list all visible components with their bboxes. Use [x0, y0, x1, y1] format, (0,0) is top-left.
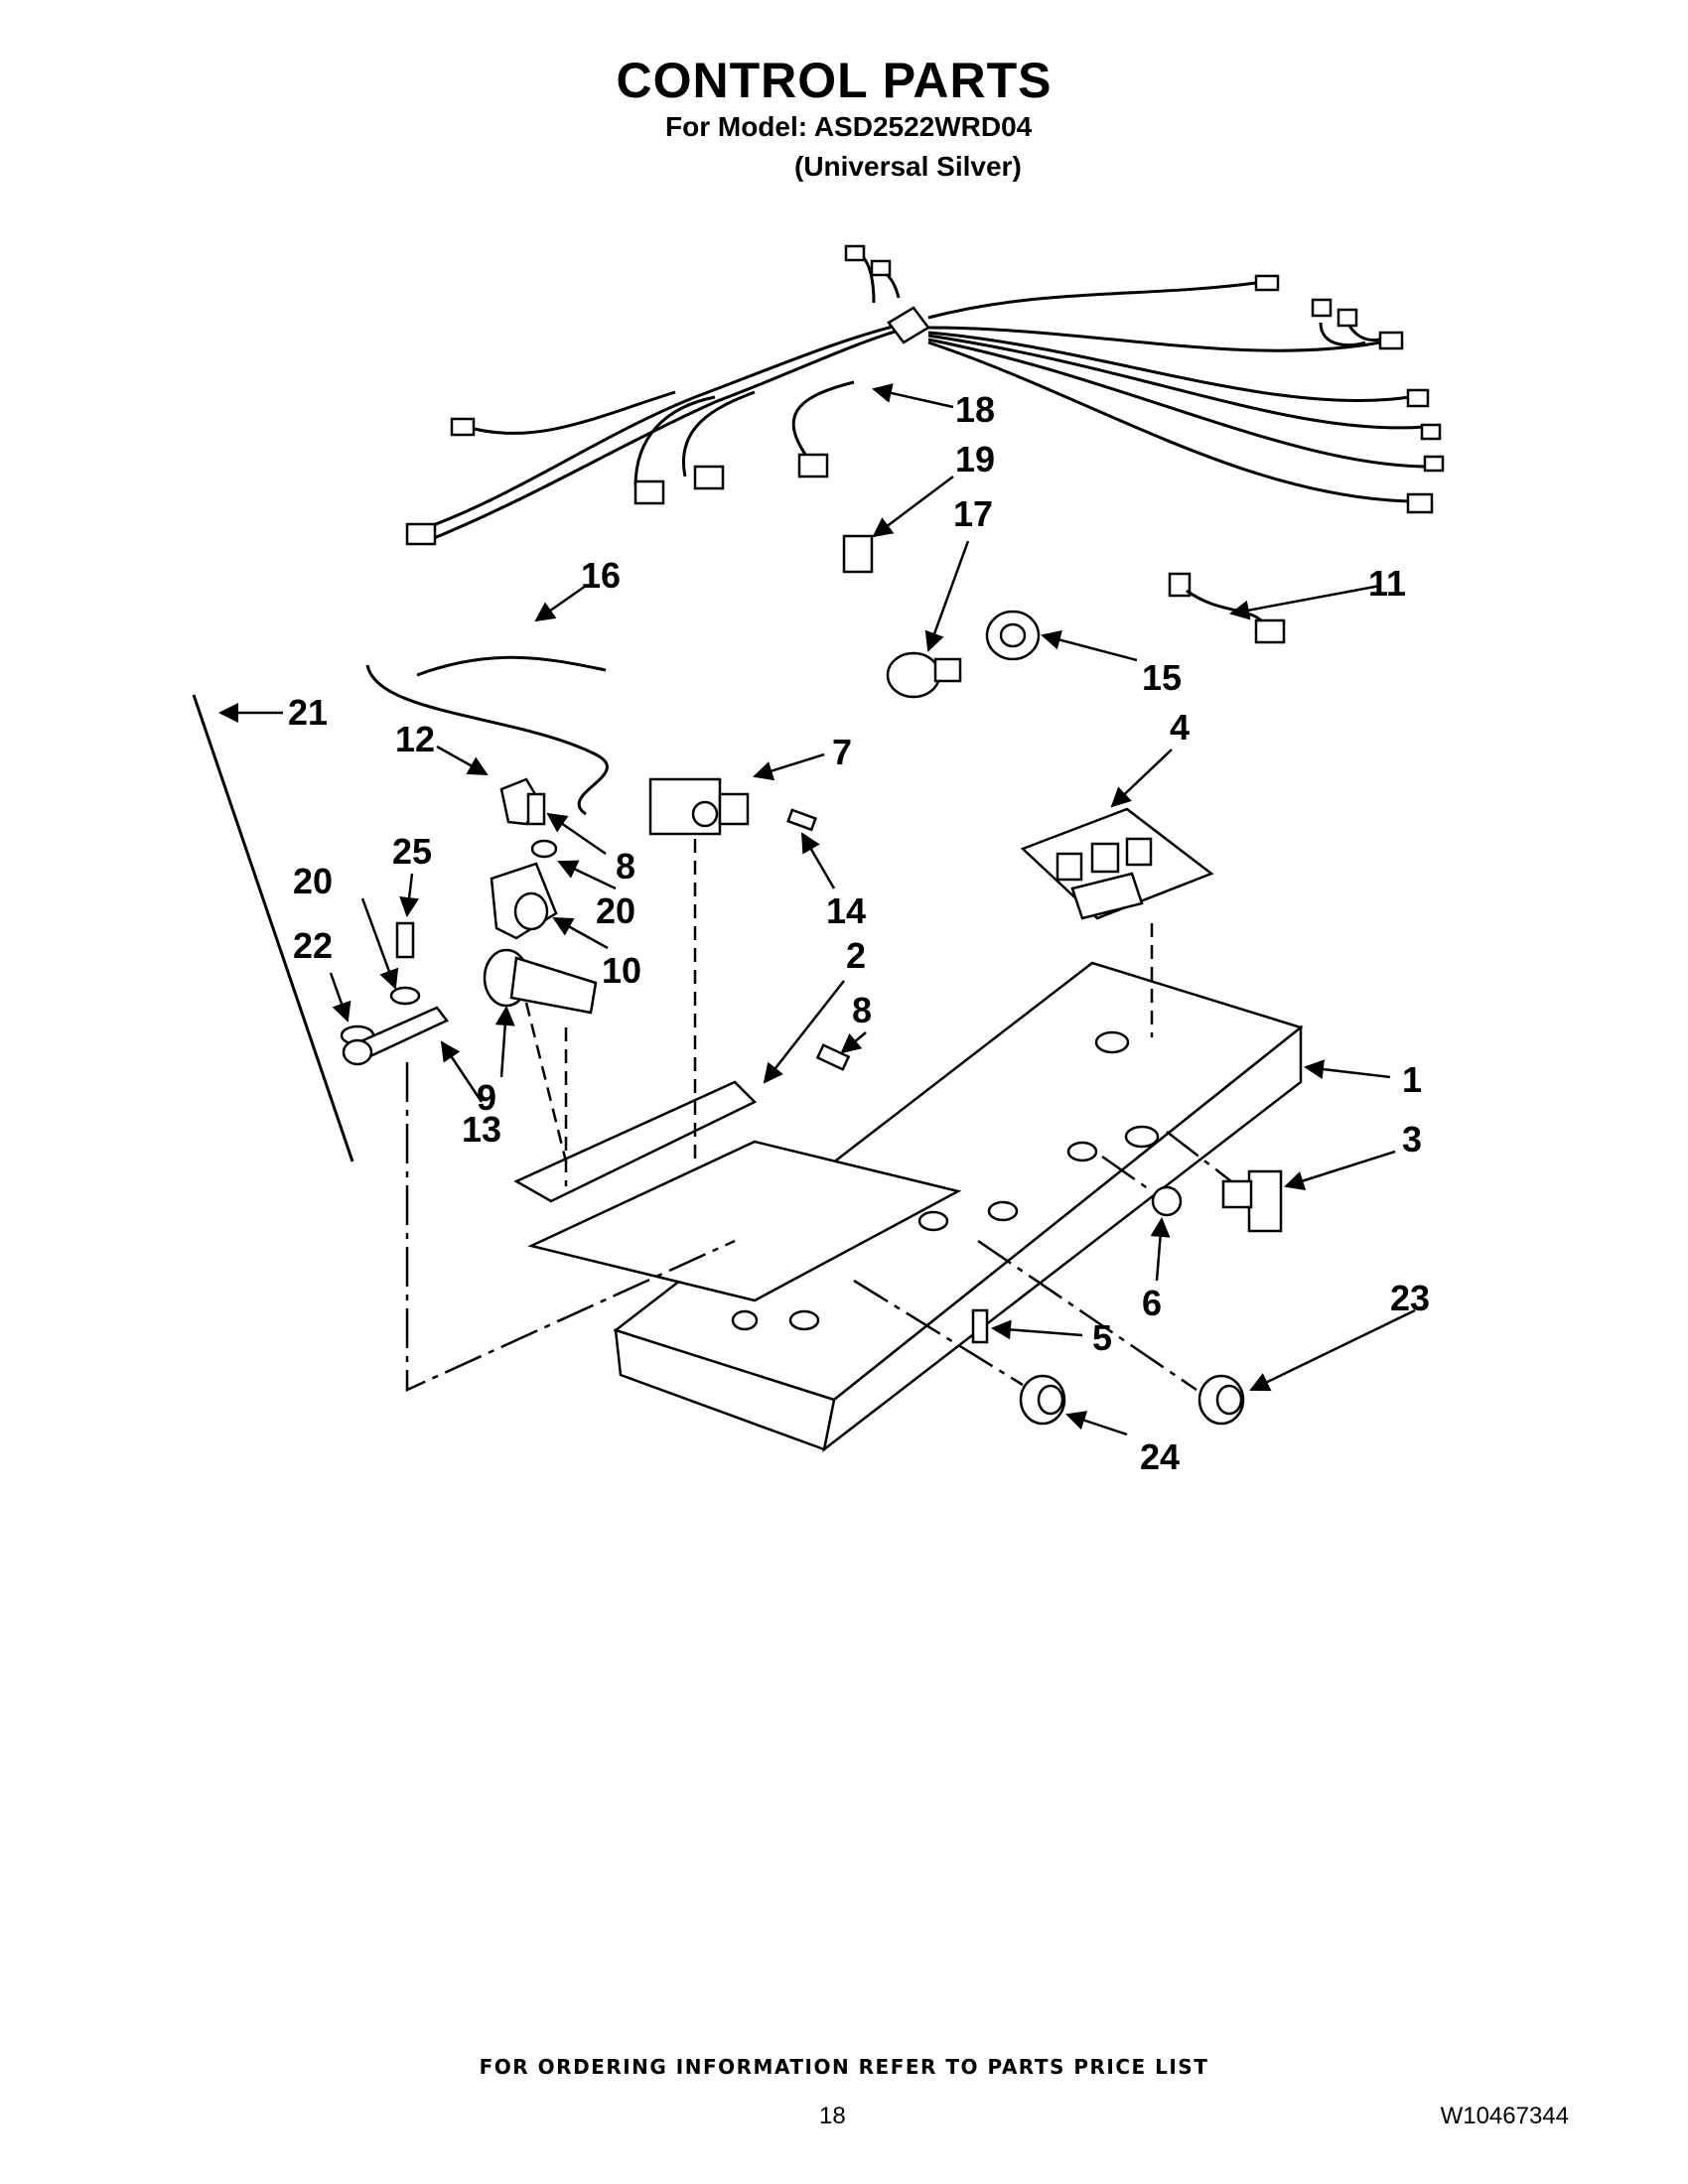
lever-13 [342, 1006, 449, 1066]
callout-15: 15 [1142, 657, 1182, 698]
damper-housing [490, 862, 558, 940]
callout-12: 12 [395, 719, 435, 759]
control-housing [527, 961, 1304, 1453]
callout-4: 4 [1170, 707, 1190, 748]
callout-9: 9 [477, 1077, 496, 1118]
button-24 [1019, 1374, 1066, 1426]
capillary-tube [365, 655, 609, 816]
door-switch [1221, 1169, 1283, 1233]
callout-5: 5 [1092, 1317, 1112, 1358]
callout-1: 1 [1402, 1059, 1422, 1100]
callout-20-upper: 20 [596, 890, 635, 931]
callout-18: 18 [955, 389, 995, 430]
callout-22: 22 [293, 925, 333, 966]
washer-20-lower [389, 986, 421, 1006]
callout-8-lower: 8 [852, 990, 872, 1030]
callout-16: 16 [581, 555, 621, 596]
exploded-parts-diagram: 1 2 3 4 5 6 7 8 8 9 10 11 12 13 14 15 16… [192, 244, 1445, 1477]
callout-13: 13 [462, 1109, 501, 1150]
callout-19: 19 [955, 439, 995, 479]
screw-8-upper [526, 792, 546, 826]
document-number: W10467344 [1440, 2103, 1569, 2129]
ordering-note: FOR ORDERING INFORMATION REFER TO PARTS … [479, 2055, 1209, 2079]
callout-25: 25 [392, 831, 432, 872]
model-finish: (Universal Silver) [794, 151, 1022, 182]
callout-6: 6 [1142, 1283, 1162, 1323]
switch-19 [842, 534, 874, 574]
cold-control [648, 777, 750, 836]
control-board [1020, 807, 1214, 920]
page-title: CONTROL PARTS [616, 53, 1053, 108]
assembly-line-damper [524, 1002, 568, 1162]
model-number: For Model: ASD2522WRD04 [665, 111, 1033, 142]
screw-5 [971, 1308, 989, 1344]
light-bulb [886, 651, 962, 699]
control-knob [483, 948, 598, 1015]
callout-8-upper: 8 [616, 846, 635, 887]
control-rod [192, 694, 354, 1162]
assembly-line-button-24 [853, 1279, 1024, 1387]
button-23 [1197, 1374, 1245, 1426]
assembly-line-button-23 [977, 1239, 1197, 1392]
callout-21: 21 [288, 692, 328, 733]
plug-6 [1151, 1185, 1183, 1217]
light-socket [985, 610, 1041, 661]
callout-2: 2 [846, 935, 866, 976]
callout-14: 14 [826, 890, 866, 931]
assembly-line-plug [1101, 1155, 1153, 1193]
callout-24: 24 [1140, 1436, 1180, 1477]
screw-14 [786, 808, 817, 832]
page-number: 18 [819, 2103, 846, 2129]
leader-lines [218, 383, 1416, 1436]
callout-17: 17 [953, 493, 993, 534]
screw-8-lower [815, 1043, 851, 1071]
callout-20-lower: 20 [293, 861, 333, 901]
callout-10: 10 [602, 950, 641, 991]
assembly-line-lever [405, 1062, 736, 1392]
wire-harness [405, 244, 1445, 546]
callout-7: 7 [832, 732, 852, 772]
screw-25 [395, 921, 415, 959]
washer-20-upper [530, 839, 558, 859]
assembly-line-switch [1166, 1131, 1232, 1182]
callout-11: 11 [1368, 563, 1406, 604]
jumper-harness [1168, 572, 1286, 644]
callout-23: 23 [1390, 1278, 1430, 1318]
callout-3: 3 [1402, 1119, 1422, 1160]
